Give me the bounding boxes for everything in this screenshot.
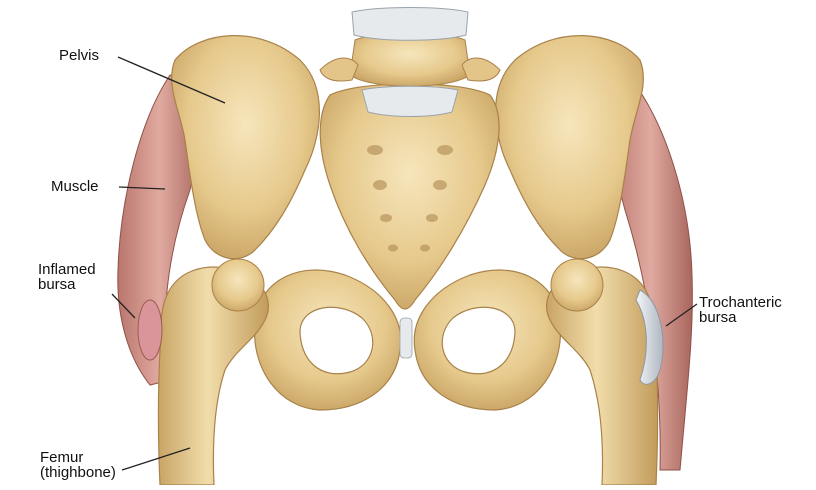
inflamed-bursa (138, 300, 162, 360)
transverse-process-left (320, 58, 358, 81)
left-femoral-head (212, 259, 264, 311)
pubic-symphysis (400, 318, 412, 358)
pelvis-label: Pelvis (59, 48, 99, 63)
right-ilium (496, 36, 644, 259)
right-pubic-ring (414, 270, 560, 410)
left-pubic-ring (254, 270, 400, 410)
transverse-process-right (462, 58, 500, 81)
left-ilium (172, 36, 320, 259)
femur-label: Femur(thighbone) (40, 450, 116, 480)
muscle-label: Muscle (51, 179, 99, 194)
vertebral-disc-top (352, 8, 468, 41)
right-femoral-head (551, 259, 603, 311)
vertebral-disc-bottom (362, 86, 458, 116)
